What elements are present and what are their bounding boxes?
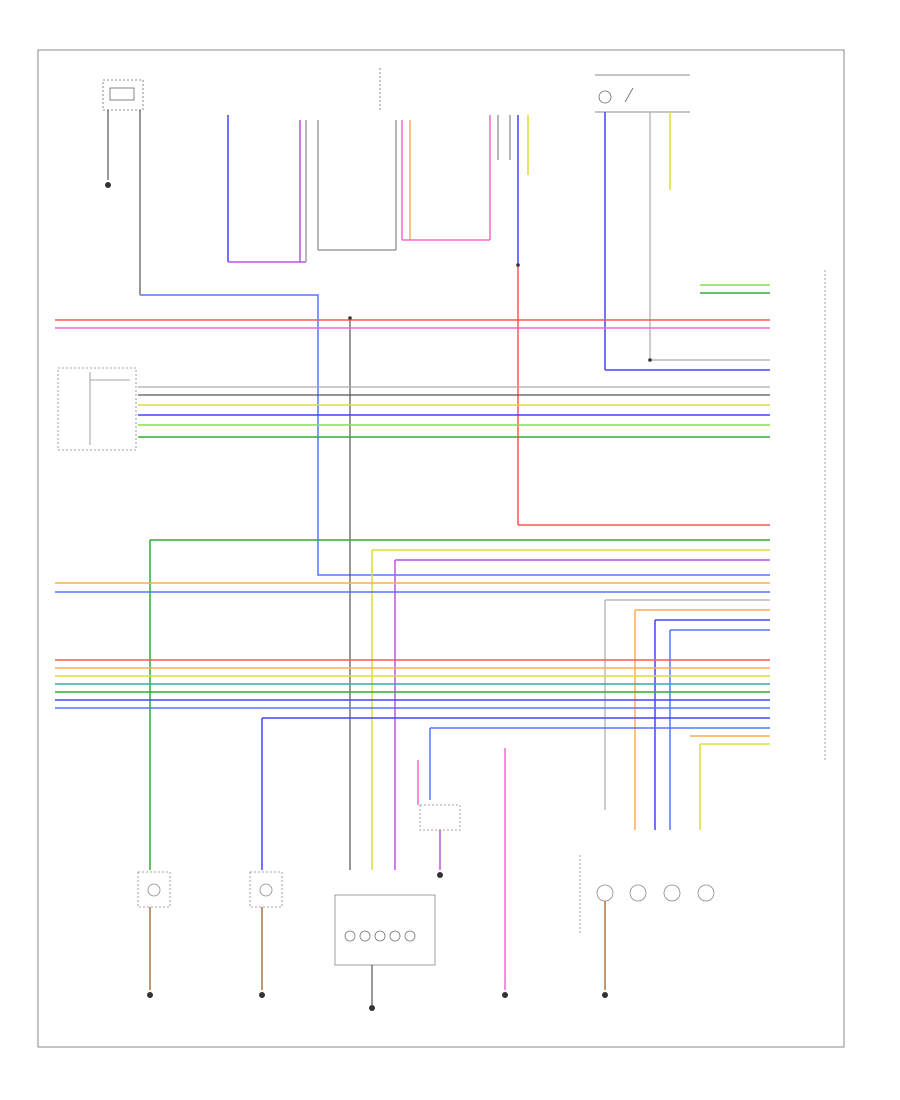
bulbs-bottom-right: [579, 855, 715, 990]
ground-7: [437, 872, 443, 878]
control-unit-left: [57, 367, 137, 451]
ground-2: [147, 992, 153, 998]
ground-4: [369, 1005, 375, 1011]
lamp-left-1: [137, 871, 171, 990]
wire-top-right-short: [700, 284, 770, 294]
switch-top-right: [595, 74, 690, 370]
bus-c: [55, 539, 770, 870]
ground-3: [259, 992, 265, 998]
junction-dots: [348, 263, 652, 362]
bus-d: [55, 659, 770, 870]
connector-bottom: [334, 894, 436, 1005]
wire-sensor-to-bus: [140, 294, 770, 576]
relay-center: [417, 760, 461, 870]
ground-5: [502, 992, 508, 998]
bus-a: [55, 319, 770, 329]
sensor-top-left: [102, 79, 144, 295]
diagram-frame: [37, 49, 845, 1048]
bus-b: [138, 386, 770, 438]
ground-6: [602, 992, 608, 998]
lamp-left-2: [249, 871, 283, 990]
ground-1: [105, 182, 111, 188]
module-top: [227, 68, 529, 265]
